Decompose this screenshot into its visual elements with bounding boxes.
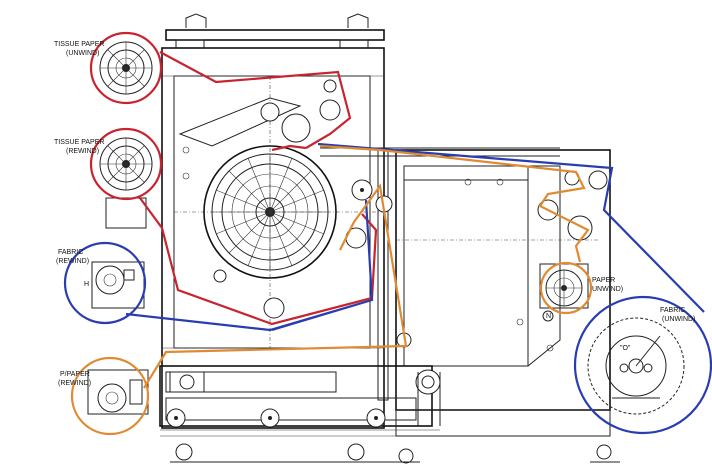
tissue-unwind-ring — [89, 31, 163, 105]
paper-path — [70, 144, 593, 436]
fabric-rewind-ring — [63, 241, 147, 325]
paper-rewind-ring — [70, 356, 150, 436]
label-tissue-unwind: TISSUE PAPER — [54, 41, 104, 48]
label-paper-unwind-sub: UNWIND) — [592, 286, 623, 293]
small-marker-h: H — [84, 281, 89, 288]
tissue-web-line — [139, 51, 378, 326]
caster-wheel — [347, 443, 365, 461]
tissue-rewind-ring — [89, 127, 163, 201]
label-fabric-rewind-sub: (REWIND) — [56, 258, 89, 265]
machine-frame — [159, 13, 620, 464]
label-paper-rewind-sub: (REWIND) — [58, 380, 91, 387]
label-tissue-rewind-sub: (REWIND) — [66, 148, 99, 155]
fabric-web-line — [125, 142, 705, 332]
paper-rewind-roll — [87, 369, 149, 415]
guide-rollers — [351, 170, 608, 348]
fabric-unwind-roll — [587, 317, 685, 415]
header-block-left — [175, 39, 205, 49]
base-frame-right — [395, 409, 611, 437]
base-frame-left — [159, 365, 433, 427]
header-block-right — [339, 39, 369, 49]
caster-wheel — [596, 444, 612, 460]
fabric-unwind-ring — [573, 295, 712, 435]
fabric-rewind-roll — [91, 261, 145, 309]
small-marker-n: N — [546, 313, 551, 320]
right-inner-panel — [403, 165, 529, 367]
label-paper-unwind: PAPER — [592, 277, 615, 284]
label-paper-rewind: P/PAPER — [60, 371, 90, 378]
upper-arm — [178, 97, 302, 147]
main-drum — [203, 79, 367, 319]
label-tissue-rewind: TISSUE PAPER — [54, 139, 104, 146]
tissue-rewind-roll — [99, 137, 153, 229]
label-fabric-unwind-sub: (UNWIND) — [662, 316, 695, 323]
paper-web-line — [143, 144, 590, 389]
label-fabric-rewind: FABRIC — [58, 249, 83, 256]
fabric-path — [63, 142, 712, 435]
label-fabric-unwind: FABRIC — [660, 307, 685, 314]
lifting-lug-left — [185, 13, 207, 28]
lifting-lug-right — [347, 13, 369, 28]
drum-marker-label: "O" — [620, 345, 631, 352]
main-housing — [161, 47, 385, 429]
caster-wheel — [398, 448, 414, 464]
tissue-path — [89, 31, 378, 326]
paper-unwind-ring — [539, 261, 593, 315]
label-tissue-unwind-sub: (UNWIND) — [66, 50, 99, 57]
caster-wheel — [175, 443, 193, 461]
tissue-web-line — [271, 144, 307, 152]
diagram-labels: TISSUE PAPER (UNWIND) TISSUE PAPER (REWI… — [54, 41, 695, 387]
tissue-unwind-roll — [99, 41, 153, 95]
top-header-beam — [165, 29, 385, 41]
